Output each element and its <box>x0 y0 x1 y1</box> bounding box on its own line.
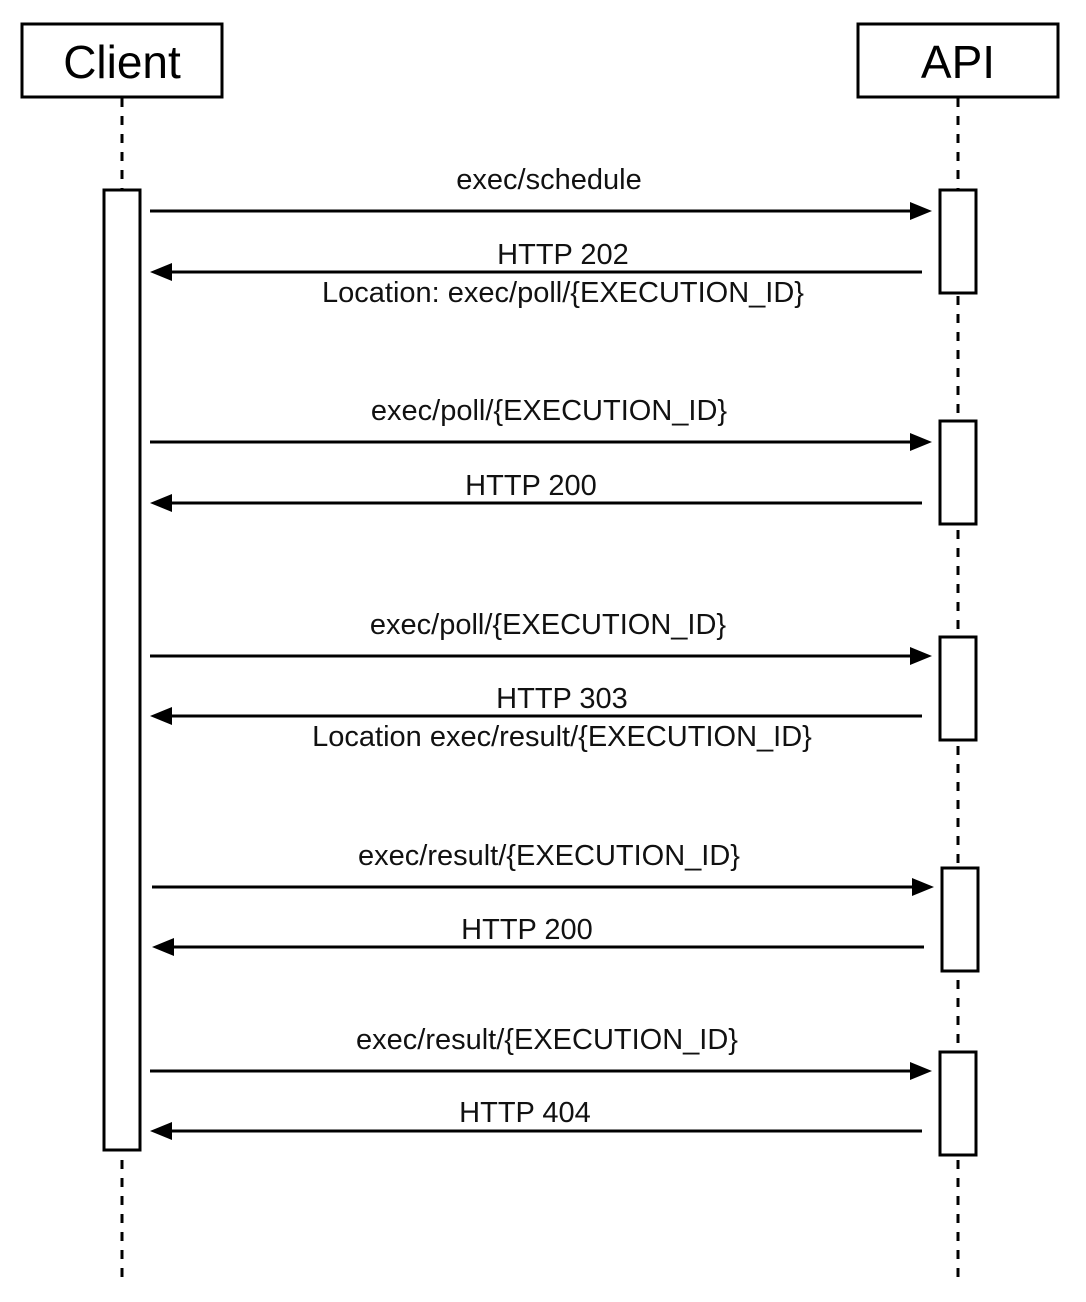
api-activation-bar <box>938 635 978 742</box>
message-request: exec/result/{EXECUTION_ID} <box>150 1024 932 1080</box>
message-label: HTTP 404 <box>459 1097 591 1129</box>
api-activation-bar <box>938 188 978 295</box>
message-label: HTTP 303 <box>496 683 628 715</box>
message-sublabel: Location exec/result/{EXECUTION_ID} <box>312 721 812 753</box>
api-activation-bar <box>940 866 980 973</box>
message-sublabel: Location: exec/poll/{EXECUTION_ID} <box>322 277 804 309</box>
message-request: exec/result/{EXECUTION_ID} <box>152 840 934 896</box>
client-actor: Client <box>20 22 224 99</box>
message-label: HTTP 200 <box>465 470 597 502</box>
message-response: HTTP 200 <box>152 914 924 956</box>
message-request: exec/poll/{EXECUTION_ID} <box>150 395 932 451</box>
message-response: HTTP 303 Location exec/result/{EXECUTION… <box>150 683 922 753</box>
api-activation-bar <box>938 419 978 526</box>
message-request: exec/poll/{EXECUTION_ID} <box>150 609 932 665</box>
api-actor: API <box>856 22 1060 99</box>
message-label: HTTP 202 <box>497 239 629 271</box>
message-response: HTTP 200 <box>150 470 922 512</box>
client-activation-bar <box>102 188 142 1152</box>
client-actor-label: Client <box>63 36 181 88</box>
message-response: HTTP 404 <box>150 1097 922 1140</box>
message-label: exec/poll/{EXECUTION_ID} <box>371 395 728 427</box>
message-label: HTTP 200 <box>461 914 593 946</box>
message-label: exec/poll/{EXECUTION_ID} <box>370 609 727 641</box>
api-actor-label: API <box>921 36 995 88</box>
message-request: exec/schedule <box>150 164 932 220</box>
message-label: exec/result/{EXECUTION_ID} <box>356 1024 738 1056</box>
message-label: exec/schedule <box>456 164 641 196</box>
message-label: exec/result/{EXECUTION_ID} <box>358 840 740 872</box>
api-activation-bar <box>938 1050 978 1157</box>
message-response: HTTP 202 Location: exec/poll/{EXECUTION_… <box>150 239 922 309</box>
